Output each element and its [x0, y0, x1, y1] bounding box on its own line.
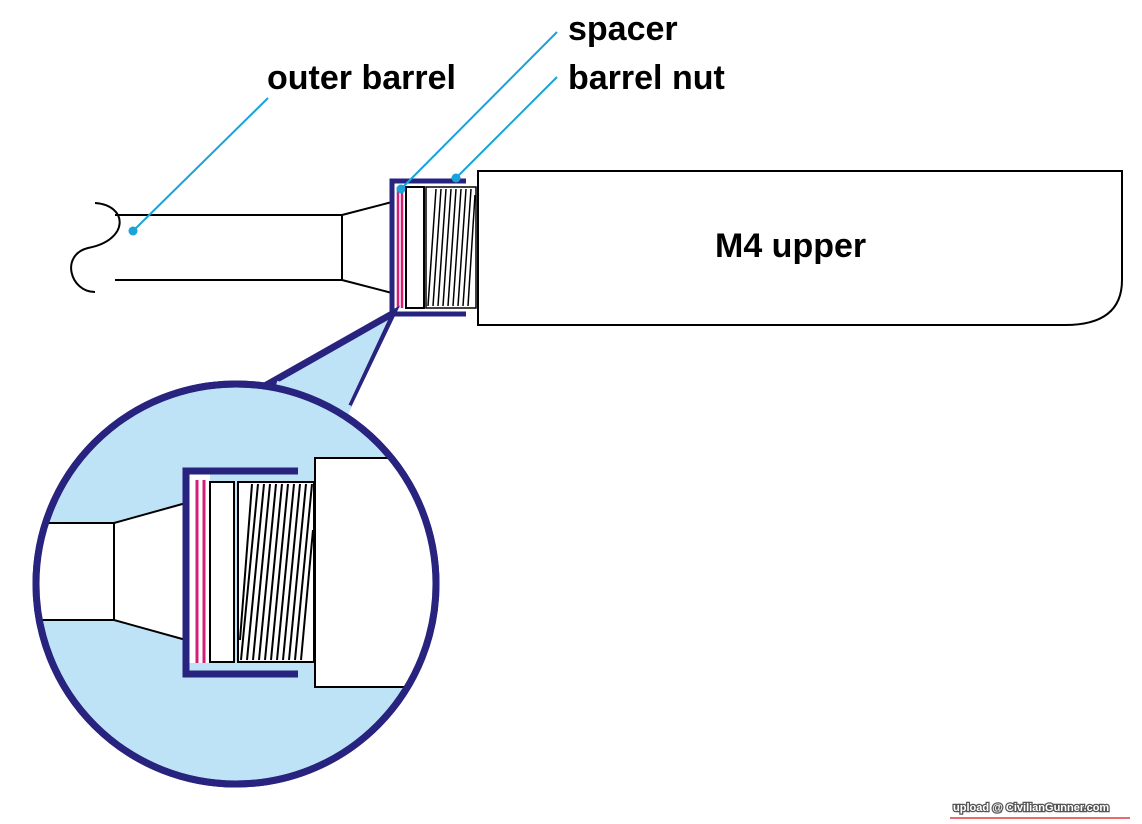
outer-barrel-dot — [128, 226, 138, 236]
zoom-callout — [32, 305, 440, 788]
outer-barrel-leader — [132, 97, 269, 232]
watermark-text: upload @ CivilianGunner.com — [953, 802, 1109, 814]
barrel-break-line — [70, 202, 121, 293]
spacer-dot — [396, 184, 406, 194]
label-spacer: spacer — [568, 10, 678, 48]
label-m4-upper: M4 upper — [715, 227, 866, 265]
label-outer-barrel: outer barrel — [267, 59, 456, 97]
outer-barrel — [70, 201, 393, 294]
main-assembly — [70, 170, 1123, 326]
barrel-nut-dot — [451, 173, 461, 183]
spacer-leader — [400, 31, 558, 190]
watermark: upload @ CivilianGunner.com — [950, 801, 1130, 819]
label-barrel-nut: barrel nut — [568, 59, 725, 97]
zoom-barrel-nut — [182, 467, 298, 678]
upper-receiver — [477, 170, 1123, 326]
barrel-nut-leader — [455, 76, 558, 179]
barrel-nut — [389, 178, 466, 317]
callout-leaders — [128, 31, 558, 236]
barrel-nut-threads — [425, 186, 477, 309]
spacer — [396, 186, 425, 309]
